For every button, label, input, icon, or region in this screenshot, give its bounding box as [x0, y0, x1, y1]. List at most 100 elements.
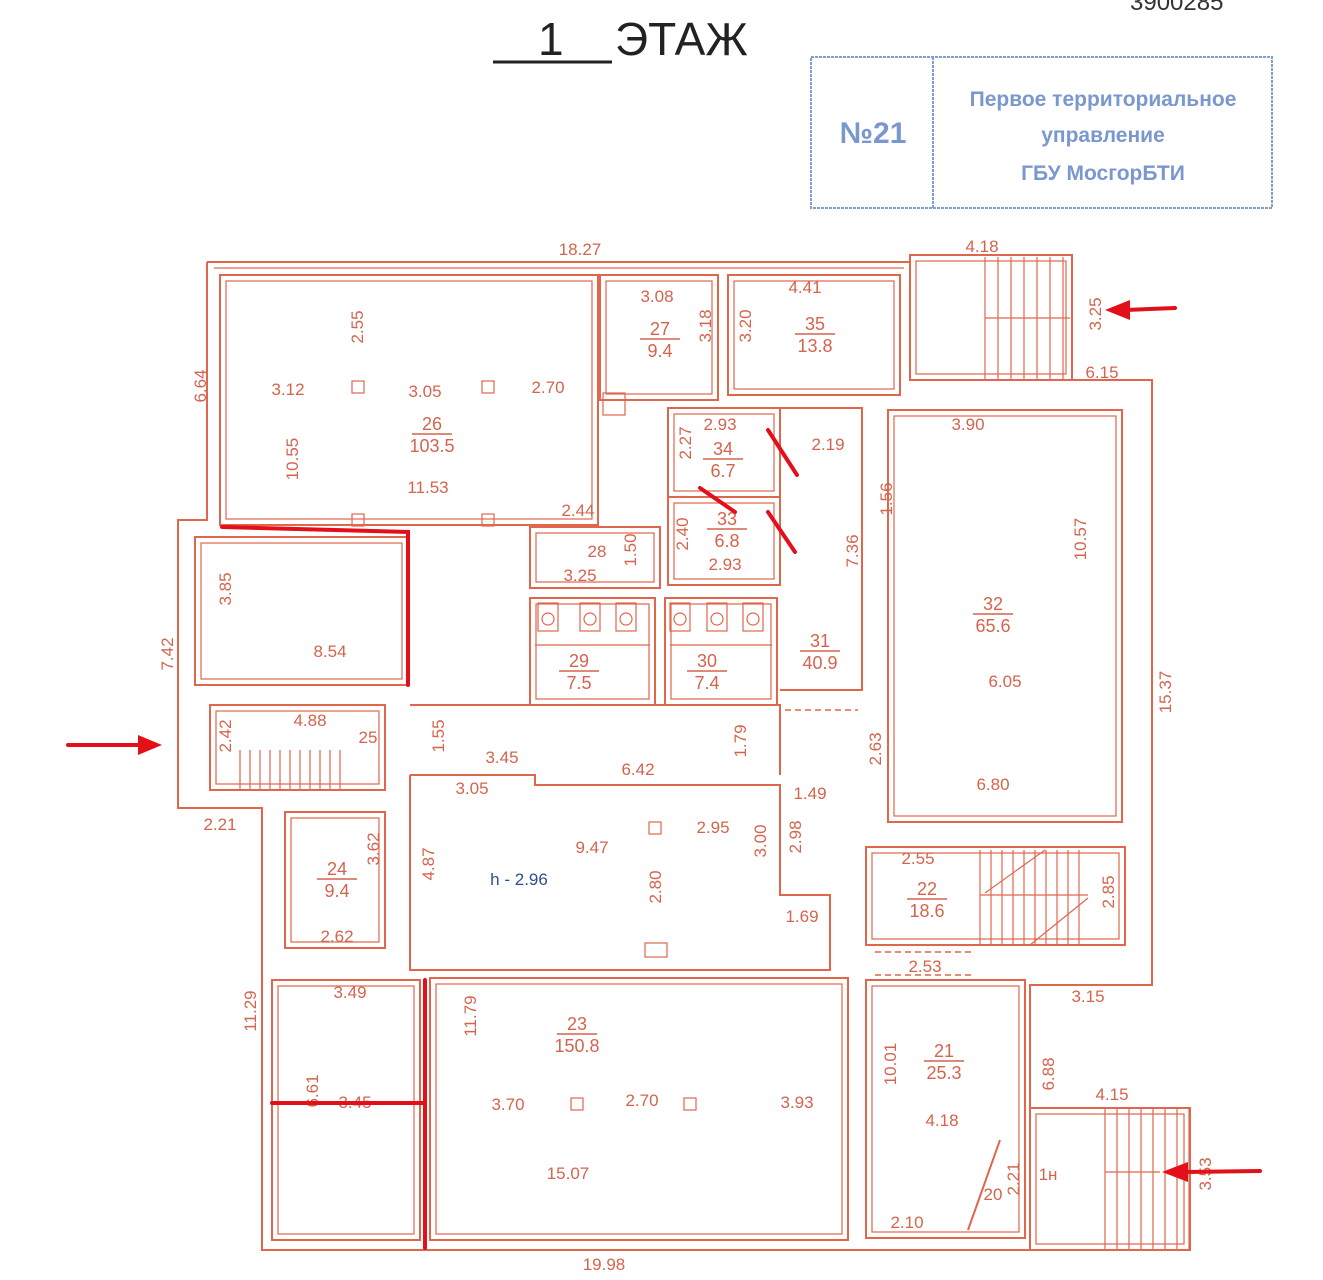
- dimension-label: 6.80: [976, 775, 1009, 794]
- dimension-label: 15.07: [547, 1164, 590, 1183]
- dimension-label: 2.93: [708, 555, 741, 574]
- dimension-label: 1.69: [785, 907, 818, 926]
- dimension-label: 2.80: [646, 870, 665, 903]
- room-label: 249.4: [317, 859, 357, 901]
- column-icon: [481, 380, 495, 394]
- dimension-label: 20: [984, 1185, 1003, 1204]
- stair-top: [909, 254, 1073, 381]
- room-label: 279.4: [640, 319, 680, 361]
- dimension-label: 2.27: [676, 426, 695, 459]
- dimension-label: 1.79: [731, 724, 750, 757]
- dimension-label: 3.53: [1196, 1157, 1215, 1190]
- entrance-arrow-icon: [1105, 300, 1177, 320]
- column-icon: [648, 821, 662, 835]
- entrance-arrow-icon: [1162, 1162, 1262, 1182]
- dimension-label: 6.05: [988, 672, 1021, 691]
- dimension-label: 6.64: [191, 369, 210, 402]
- room-area: 65.6: [975, 616, 1010, 636]
- dimension-label: 2.85: [1099, 875, 1118, 908]
- dimension-label: 3.00: [751, 824, 770, 857]
- dimension-label: 11.79: [461, 995, 480, 1036]
- dimension-label: 1.49: [793, 784, 826, 803]
- room-22-inner: [871, 852, 1120, 940]
- stamp-line-2: управление: [1041, 124, 1165, 147]
- dimension-label: 3.05: [455, 779, 488, 798]
- dimension-label: 2.40: [673, 517, 692, 550]
- room-26-inner: [225, 280, 593, 520]
- toilet-icon: [583, 612, 597, 626]
- dimension-label: 7.36: [843, 534, 862, 567]
- dimension-label: 3.49: [333, 983, 366, 1002]
- dimension-label: 2.55: [901, 849, 934, 868]
- room-32-inner: [893, 415, 1117, 817]
- room-number: 35: [805, 314, 825, 334]
- room-22: [865, 846, 1126, 946]
- room-number: 30: [697, 651, 717, 671]
- dimension-label: 3.15: [1071, 987, 1104, 1006]
- room-number: 31: [810, 631, 830, 651]
- room-hall: [409, 774, 831, 971]
- dimension-label: 4.18: [965, 237, 998, 256]
- toilet-icon: [669, 602, 691, 632]
- dimension-label: 9.47: [575, 838, 608, 857]
- dimension-label: 1.50: [621, 533, 640, 566]
- dimension-label: 3.25: [1086, 297, 1105, 330]
- room-30-inner: [670, 603, 772, 700]
- room-number: 32: [983, 594, 1003, 614]
- room-label: 297.5: [559, 651, 599, 693]
- room-area: 7.4: [694, 673, 719, 693]
- door-icon: [967, 1139, 1001, 1231]
- toilet-icon: [579, 602, 601, 632]
- room-label: 346.7: [703, 439, 743, 481]
- dimension-label: 3.05: [408, 382, 441, 401]
- dimension-label: 7.42: [158, 637, 177, 670]
- toilet-icon: [673, 612, 687, 626]
- room-23-left: [271, 979, 421, 1241]
- room-34-inner: [673, 413, 775, 492]
- column-icon: [683, 1097, 697, 1111]
- dimension-label: 3.62: [364, 832, 383, 865]
- room-number: 34: [713, 439, 733, 459]
- dimension-label: 19.98: [583, 1255, 626, 1274]
- room-number: 33: [717, 509, 737, 529]
- room-number: 29: [569, 651, 589, 671]
- dimension-label: 15.37: [1156, 671, 1175, 714]
- room-label: 307.4: [687, 651, 727, 693]
- dimension-label: 2.98: [786, 820, 805, 853]
- dimension-label: 1.55: [429, 719, 448, 752]
- dimension-label: 11.29: [241, 990, 260, 1031]
- dimension-label: 4.87: [419, 847, 438, 880]
- dimension-label: 6.88: [1039, 1057, 1058, 1090]
- entrance-arrow-icon: [66, 735, 162, 755]
- room-number: 26: [422, 414, 442, 434]
- ceiling-height-label: h - 2.96: [490, 870, 548, 889]
- toilet-icon: [619, 612, 633, 626]
- dimension-label: 2.63: [866, 732, 885, 765]
- room-number: 24: [327, 859, 347, 879]
- stair-25: [209, 704, 386, 791]
- stair-icon: [984, 849, 1046, 894]
- dimension-label: 4.15: [1095, 1085, 1128, 1104]
- room-32: [887, 409, 1123, 823]
- room-area: 13.8: [797, 336, 832, 356]
- room-left-inner: [200, 542, 403, 680]
- dimension-label: 3.70: [491, 1095, 524, 1114]
- column-icon: [570, 1097, 584, 1111]
- dimension-label: 10.01: [881, 1043, 900, 1086]
- room-area: 9.4: [324, 881, 349, 901]
- room-area: 18.6: [909, 901, 944, 921]
- dimension-label: 2.70: [625, 1091, 658, 1110]
- room-35: [727, 274, 901, 396]
- stair-25-inner: [215, 710, 380, 785]
- room-area: 9.4: [647, 341, 672, 361]
- room-28: [529, 526, 661, 589]
- dimension-label: 6.15: [1085, 363, 1118, 382]
- room-23-inner: [435, 983, 843, 1235]
- corridor-31: [780, 407, 863, 691]
- dimension-label: 4.18: [925, 1111, 958, 1130]
